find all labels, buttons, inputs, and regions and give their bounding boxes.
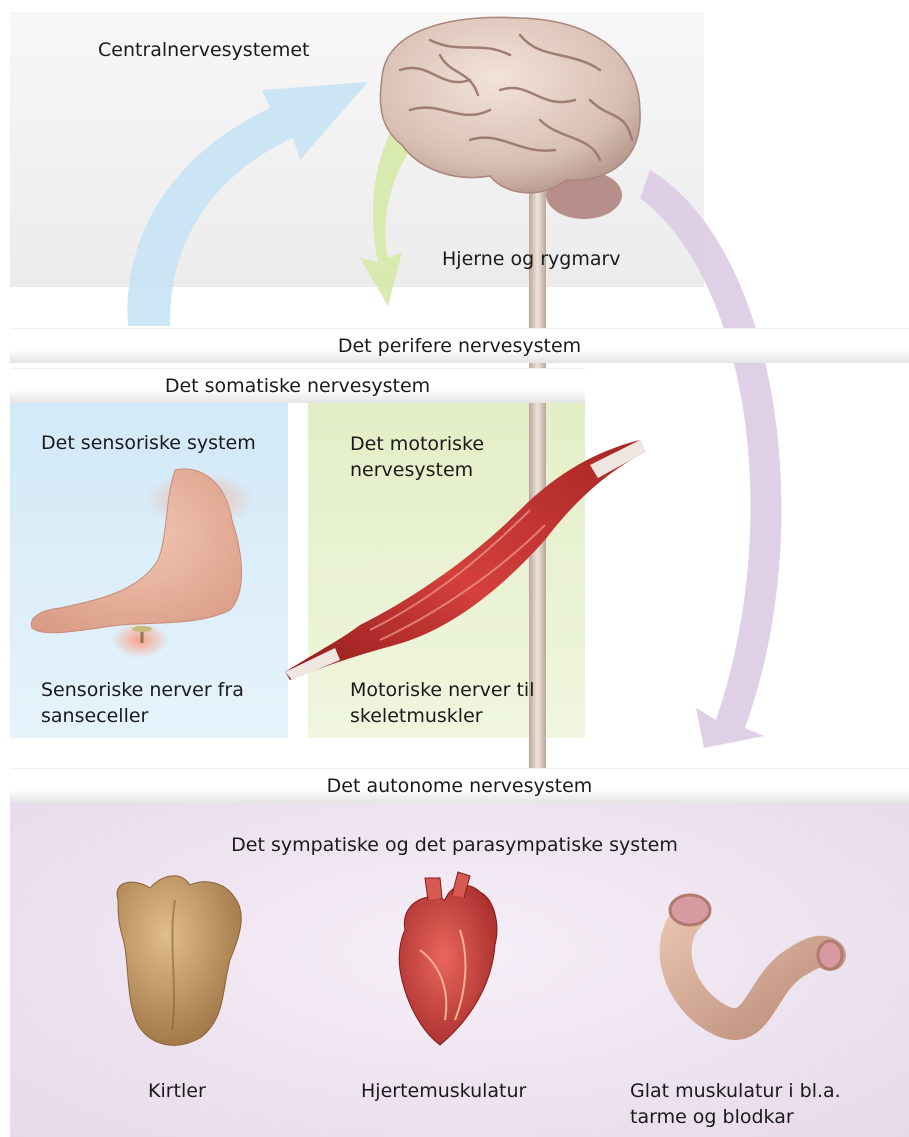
- autonomic-item-glands: Kirtler: [148, 1078, 206, 1104]
- brain-illustration: [380, 17, 640, 219]
- cns-title: Centralnervesystemet: [98, 37, 310, 63]
- sensory-caption-line1: Sensoriske nerver fra: [41, 677, 244, 703]
- motor-caption-line1: Motoriske nerver til: [350, 677, 534, 703]
- autonomic-subtitle: Det sympatiske og det parasympatiske sys…: [0, 832, 909, 858]
- autonomic-item-smooth-line2: tarme og blodkar: [630, 1104, 794, 1130]
- cns-sublabel: Hjerne og rygmarv: [442, 246, 621, 272]
- autonomic-item-heart: Hjertemuskulatur: [361, 1078, 526, 1104]
- somatic-banner: Det somatiske nervesystem: [10, 368, 585, 403]
- peripheral-banner: Det perifere nervesystem: [10, 328, 909, 363]
- arrow-sensory-to-cns: [127, 82, 368, 326]
- sensory-caption-line2: sanseceller: [41, 703, 148, 729]
- heart-illustration: [399, 872, 497, 1045]
- autonomic-item-smooth-line1: Glat muskulatur i bl.a.: [630, 1078, 841, 1104]
- autonomic-banner: Det autonome nervesystem: [10, 768, 909, 803]
- motor-caption-line2: skeletmuskler: [350, 703, 483, 729]
- motor-title-line1: Det motoriske: [350, 431, 484, 457]
- intestine-tube-illustration: [670, 895, 842, 1024]
- motor-title-line2: nervesystem: [350, 457, 473, 483]
- gland-illustration: [117, 876, 241, 1046]
- foot-illustration: [31, 469, 255, 658]
- sensory-title: Det sensoriske system: [41, 430, 256, 456]
- arrow-cns-to-autonomic: [640, 170, 781, 748]
